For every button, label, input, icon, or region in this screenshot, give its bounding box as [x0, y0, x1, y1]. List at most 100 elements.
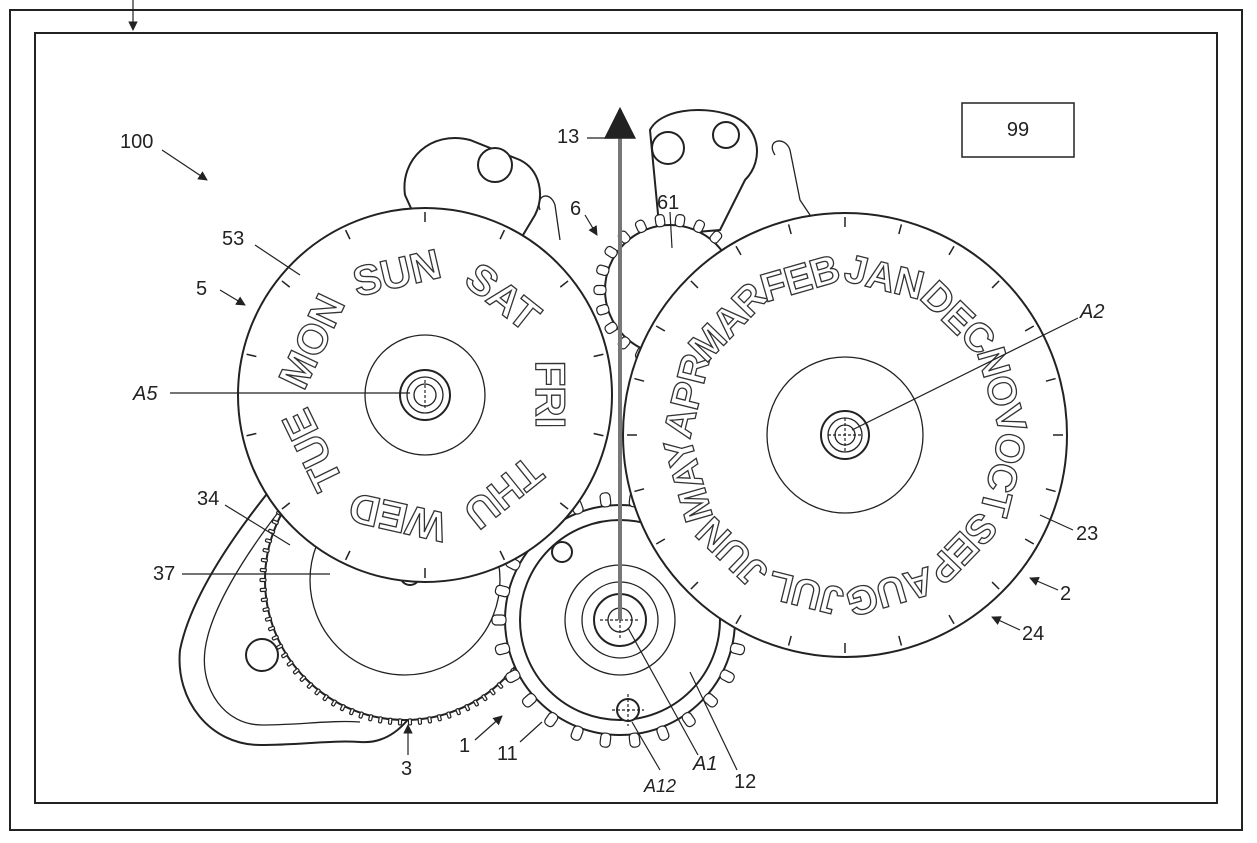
gear-tooth	[494, 584, 511, 598]
label-3: 3	[401, 758, 412, 780]
dial-tick	[246, 353, 257, 358]
gear-tooth	[496, 682, 504, 689]
gear-tooth	[599, 732, 612, 748]
pin-hole	[551, 541, 573, 563]
gear-tooth	[377, 716, 383, 724]
dial-tick	[787, 635, 792, 646]
gear-tooth	[271, 519, 279, 526]
gear-tooth	[264, 616, 273, 622]
gear-tooth	[267, 625, 276, 632]
dial-tick	[1045, 488, 1056, 493]
gear-tooth	[322, 694, 329, 702]
gear-tooth	[674, 214, 686, 228]
gear-tooth	[596, 303, 610, 316]
gear-tooth	[464, 704, 471, 712]
gear-tooth	[368, 714, 374, 722]
lower-plate-inner	[203, 509, 361, 726]
gear-tooth	[397, 718, 403, 726]
gear-tooth	[604, 321, 618, 335]
label-13: 13	[557, 126, 579, 148]
dial-tick	[281, 502, 291, 510]
gear-tooth	[719, 669, 735, 684]
gear-tooth	[259, 587, 267, 593]
gear-tooth	[349, 708, 355, 716]
day-label-fri: FRI	[527, 361, 574, 429]
label-34: 34	[197, 488, 219, 510]
dial-tick	[593, 353, 604, 358]
month-disc-hub	[766, 356, 924, 514]
gear-tooth	[489, 688, 496, 696]
gear-tooth	[262, 607, 270, 612]
gear-tooth	[593, 284, 607, 296]
dial-tick	[1024, 325, 1035, 332]
label-2: 2	[1060, 583, 1071, 605]
gear-tooth	[446, 711, 452, 719]
dial-tick	[246, 432, 257, 437]
dial-tick	[281, 280, 291, 288]
dial-tick	[559, 502, 569, 510]
gear-tooth	[681, 711, 696, 728]
dial-tick	[655, 325, 666, 332]
gear-tooth	[505, 669, 521, 684]
gear-tooth	[260, 597, 269, 603]
gear-tooth	[473, 699, 479, 707]
gear-tooth	[260, 557, 269, 563]
upper-plate-right	[648, 109, 758, 237]
label-A5: A5	[132, 383, 158, 405]
gear-tooth	[599, 492, 612, 508]
gear-tooth	[596, 264, 610, 277]
dial-tick	[1024, 538, 1035, 545]
dial-tick	[690, 581, 699, 590]
gear-tooth	[417, 717, 423, 725]
gear-tooth	[654, 214, 666, 228]
label-1: 1	[459, 735, 470, 757]
gear-tooth	[729, 642, 746, 656]
label-A1: A1	[692, 753, 717, 775]
gear-tooth	[436, 714, 442, 722]
dial-tick	[1045, 377, 1056, 382]
dial-tick	[655, 538, 666, 545]
plate-hole-upper-right-a	[651, 131, 685, 165]
gear-tooth	[427, 716, 433, 724]
spring-arm	[771, 140, 821, 231]
gear-tooth	[281, 652, 289, 659]
box-99-label: 99	[1007, 119, 1029, 141]
gear-tooth	[262, 548, 270, 553]
inner-frame	[34, 32, 1218, 804]
label-61: 61	[657, 192, 679, 214]
gear-tooth	[544, 711, 559, 728]
dial-tick	[991, 280, 1000, 289]
gear-tooth	[604, 245, 618, 259]
gear-tooth	[314, 688, 321, 696]
plate-hole-left	[245, 638, 279, 672]
label-12: 12	[734, 771, 756, 793]
gear-tooth	[264, 538, 273, 544]
gear-tooth	[276, 643, 284, 650]
label-24: 24	[1022, 623, 1044, 645]
gear-tooth	[634, 219, 647, 234]
dial-tick	[634, 488, 645, 493]
label-23: 23	[1076, 523, 1098, 545]
label-6: 6	[570, 198, 581, 220]
gear-tooth	[570, 725, 584, 741]
gear-tooth	[358, 711, 364, 719]
gear-tooth	[331, 699, 337, 707]
label-A12: A12	[643, 776, 676, 796]
gear-tooth	[299, 675, 307, 682]
dial-tick	[948, 245, 955, 256]
label-11: 11	[497, 743, 518, 765]
dial-tick	[499, 229, 506, 240]
plate-hole-upper-left	[477, 147, 513, 183]
gear-tooth	[703, 692, 719, 708]
gear-tooth	[306, 682, 314, 689]
dial-tick	[898, 635, 903, 646]
dial-tick	[991, 581, 1000, 590]
dial-tick	[499, 550, 506, 561]
dial-tick	[787, 224, 792, 235]
gear-tooth	[407, 718, 413, 726]
gear-tooth	[521, 692, 537, 708]
dial-tick	[344, 550, 351, 561]
gear-tooth	[259, 577, 267, 583]
